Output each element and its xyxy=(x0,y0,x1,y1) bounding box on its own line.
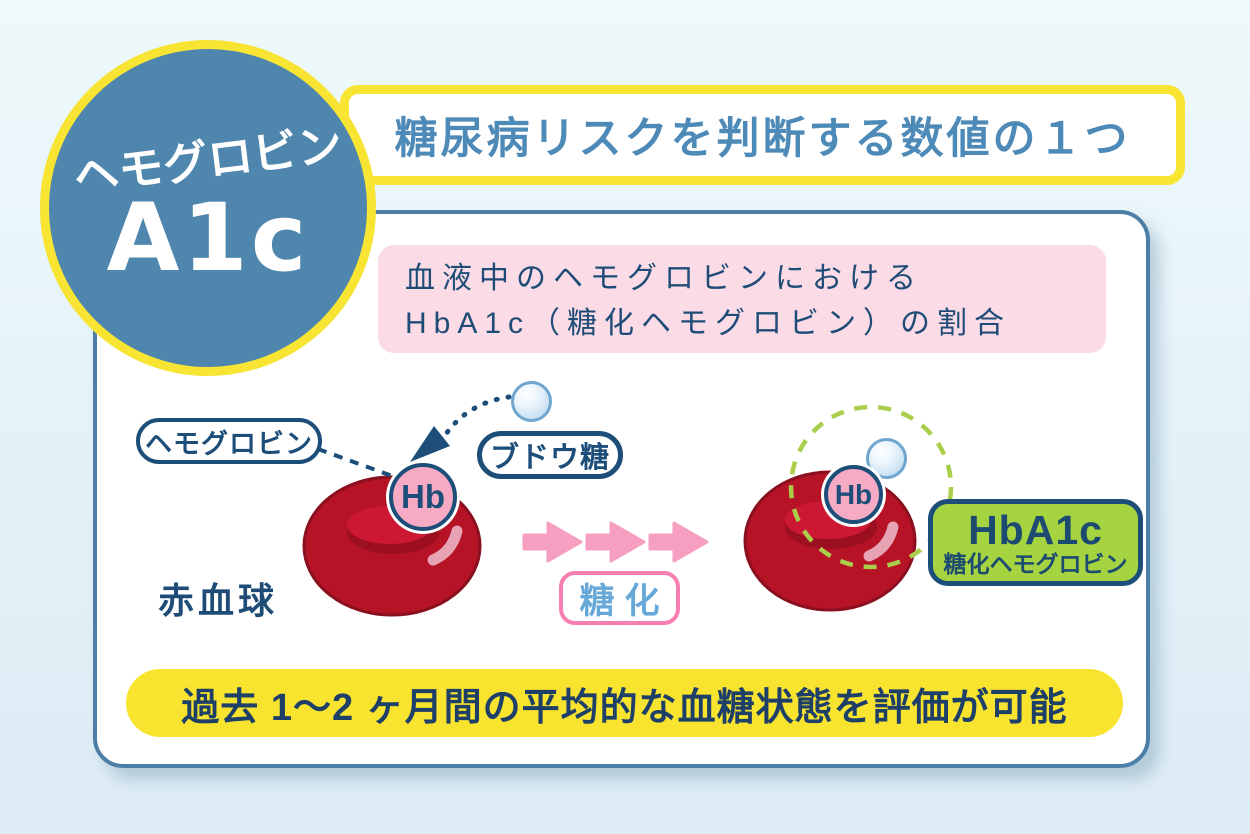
title-text: 糖尿病リスクを判断する数値の１つ xyxy=(394,115,1131,163)
hb-marker-right: Hb xyxy=(824,465,883,524)
red-cell-caption: 赤血球 xyxy=(158,580,279,621)
footer-text: 過去 1〜2 ヶ月間の平均的な血糖状態を評価が可能 xyxy=(181,686,1068,729)
badge-main-label: A1c xyxy=(106,184,310,293)
definition-line1: 血液中のヘモグロビンにおける xyxy=(405,262,923,295)
glycation-label: 糖化 xyxy=(579,581,670,621)
footer-banner: 過去 1〜2 ヶ月間の平均的な血糖状態を評価が可能 xyxy=(126,669,1123,737)
hemoglobin-a1c-badge: ヘモグロビン A1c xyxy=(40,40,376,376)
glucose-ball-left xyxy=(511,381,552,422)
definition-line2: HbA1c（糖化ヘモグロビン）の割合 xyxy=(405,307,1012,340)
hb-marker-text: Hb xyxy=(401,478,445,515)
hb-marker-text: Hb xyxy=(834,478,873,510)
hb-marker-left: Hb xyxy=(389,463,457,531)
result-title: HbA1c xyxy=(968,506,1103,553)
hba1c-result-box: HbA1c 糖化ヘモグロビン xyxy=(928,499,1143,586)
definition-banner: 血液中のヘモグロビンにおける HbA1c（糖化ヘモグロビン）の割合 xyxy=(378,245,1106,353)
glucose-label-pill: ブドウ糖 xyxy=(477,431,623,479)
hemoglobin-label: ヘモグロビン xyxy=(145,428,313,459)
glycation-label-box: 糖化 xyxy=(559,571,680,625)
result-subtitle: 糖化ヘモグロビン xyxy=(943,550,1128,577)
glucose-label: ブドウ糖 xyxy=(489,442,610,474)
title-banner: 糖尿病リスクを判断する数値の１つ xyxy=(340,85,1185,185)
hemoglobin-label-pill: ヘモグロビン xyxy=(136,418,322,464)
